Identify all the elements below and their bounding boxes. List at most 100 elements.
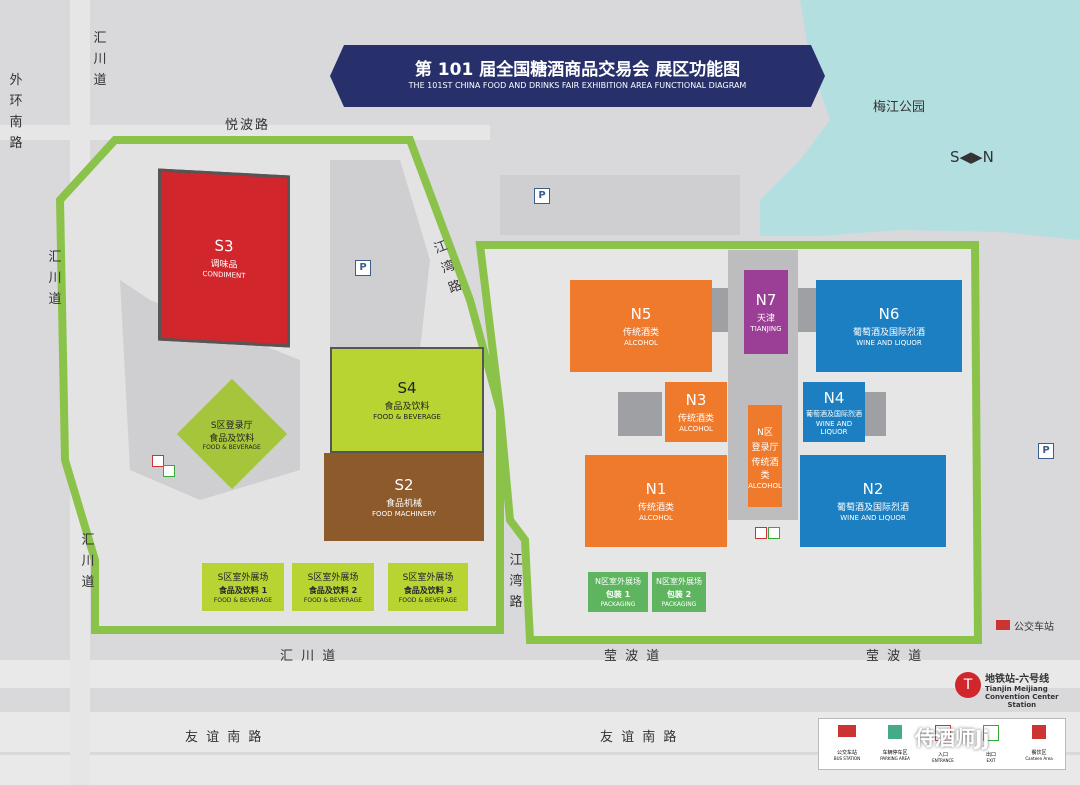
road-jiangwan-mid: 江湾路 [509, 553, 523, 610]
hall-n4[interactable]: N4 葡萄酒及国际烈酒 WINE AND LIQUOR [803, 382, 865, 442]
hall-n5[interactable]: N5 传统酒类 ALCOHOL [570, 280, 712, 372]
bus-icon [838, 725, 856, 737]
parking-icon [888, 725, 902, 739]
metro-en2: Convention Center [985, 693, 1059, 701]
hall-code: N3 [685, 391, 707, 409]
hall-en: WINE AND LIQUOR [856, 339, 922, 347]
outdoor-en: PACKAGING [661, 601, 697, 608]
outdoor-name: 食品及饮料 3 [403, 586, 453, 595]
hall-zh: 食品机械 [385, 499, 422, 509]
outdoor-name: 食品及饮料 2 [308, 586, 358, 595]
parking-icon: P [355, 260, 371, 276]
legend-zh: 餐饮区 [1031, 750, 1047, 756]
exit-icon [983, 725, 999, 741]
legend-zh: 公交车站 [836, 750, 857, 756]
outdoor-title: N区室外展场 [656, 577, 702, 586]
outdoor-name: 包装 2 [666, 590, 692, 599]
hall-code: N1 [645, 480, 667, 498]
hall-zh: 葡萄酒及国际烈酒 [806, 409, 862, 418]
hall-s4[interactable]: S4 食品及饮料 FOOD & BEVERAGE [330, 347, 484, 453]
hall-zh: 葡萄酒及国际烈酒 [852, 328, 925, 338]
legend-item: 出口 EXIT [969, 725, 1013, 763]
hall-n-lobby[interactable]: N区 登录厅 传统酒类 ALCOHOL [748, 405, 782, 507]
s-outdoor-2[interactable]: S区室外展场 食品及饮料 2 FOOD & BEVERAGE [292, 563, 374, 611]
outdoor-name: 食品及饮料 1 [218, 586, 268, 595]
road-huichuan-top: 汇川道 [93, 31, 107, 88]
legend: 公交车站 BUS STATION 车辆停车区 PARKING AREA 入口 E… [818, 718, 1066, 770]
entrance-icon [935, 725, 951, 741]
parking-icon: P [534, 188, 550, 204]
hall-code: S4 [397, 379, 417, 397]
s-outdoor-1[interactable]: S区室外展场 食品及饮料 1 FOOD & BEVERAGE [202, 563, 284, 611]
hall-en: CONDIMENT [202, 269, 246, 281]
bus-station-icon [996, 620, 1010, 630]
hall-zh: 传统酒类 [637, 503, 674, 513]
hall-n1[interactable]: N1 传统酒类 ALCOHOL [585, 455, 727, 547]
hall-en: FOOD & BEVERAGE [373, 413, 441, 421]
bus-station-label: 公交车站 [1014, 622, 1054, 633]
title-banner: 第 101 届全国糖酒商品交易会 展区功能图 THE 101ST CHINA F… [330, 45, 825, 107]
hall-zh: 葡萄酒及国际烈酒 [836, 503, 909, 513]
service-block [618, 392, 662, 436]
hall-code: N5 [630, 305, 652, 323]
hall-code: S3 [214, 236, 234, 256]
exit-icon [768, 527, 780, 539]
hall-code: N7 [755, 291, 777, 309]
legend-item: 公交车站 BUS STATION [825, 725, 869, 761]
legend-en: EXIT [986, 758, 996, 763]
outdoor-en: FOOD & BEVERAGE [303, 597, 363, 604]
metro-en3: Station [1007, 701, 1037, 709]
hall-en: FOOD MACHINERY [372, 510, 436, 518]
road-huichuan-left: 汇川道 [48, 250, 62, 307]
hall-zh: 调味品 [210, 259, 238, 271]
legend-item: 车辆停车区 PARKING AREA [873, 725, 917, 761]
title-en: THE 101ST CHINA FOOD AND DRINKS FAIR EXH… [408, 81, 747, 90]
road-huichuan-left2: 汇川道 [81, 533, 95, 590]
outdoor-title: S区室外展场 [402, 573, 454, 583]
n-outdoor-1[interactable]: N区室外展场 包装 1 PACKAGING [588, 572, 648, 612]
legend-item: 入口 ENTRANCE [921, 725, 965, 763]
hall-n6[interactable]: N6 葡萄酒及国际烈酒 WINE AND LIQUOR [816, 280, 962, 372]
s-outdoor-3[interactable]: S区室外展场 食品及饮料 3 FOOD & BEVERAGE [388, 563, 468, 611]
lobby-zh3: 传统酒类 [751, 457, 779, 481]
n-outdoor-2[interactable]: N区室外展场 包装 2 PACKAGING [652, 572, 706, 612]
road-yuebo: 悦波路 [225, 118, 271, 133]
hall-zh: 天津 [756, 314, 775, 324]
compass: S◀▶N [950, 148, 994, 166]
legend-zh: 入口 [937, 752, 948, 758]
hall-zh: 食品及饮料 [384, 402, 430, 412]
hall-n7[interactable]: N7 天津 TIANJING [744, 270, 788, 354]
hall-n3[interactable]: N3 传统酒类 ALCOHOL [665, 382, 727, 442]
metro-icon: T [955, 672, 981, 698]
outdoor-name: 包装 1 [605, 590, 631, 599]
road-yingbo-right: 莹 波 道 [866, 649, 924, 664]
outdoor-en: PACKAGING [600, 601, 636, 608]
road-yingbo-left: 莹 波 道 [604, 649, 662, 664]
hall-s3[interactable]: S3 调味品 CONDIMENT [158, 168, 290, 348]
outdoor-title: S区室外展场 [307, 573, 359, 583]
title-zh: 第 101 届全国糖酒商品交易会 展区功能图 [414, 60, 741, 80]
legend-zh: 出口 [985, 752, 996, 758]
legend-en: ENTRANCE [932, 758, 954, 763]
hall-en: ALCOHOL [679, 425, 713, 433]
lobby-en: ALCOHOL [748, 481, 782, 490]
outdoor-en: FOOD & BEVERAGE [213, 597, 273, 604]
legend-zh: 车辆停车区 [882, 750, 908, 756]
outdoor-en: FOOD & BEVERAGE [398, 597, 458, 604]
lobby-zh2: 食品及饮料 [209, 433, 255, 444]
hall-zh: 传统酒类 [622, 328, 659, 338]
lobby-zh1: N区 [757, 427, 773, 438]
road-waihuan: 外环南路 [9, 73, 23, 151]
lobby-zh1: S区登录厅 [211, 420, 253, 431]
park-label: 梅江公园 [873, 100, 926, 115]
legend-item: 餐饮区 Canteen Area [1017, 725, 1061, 761]
metro-zh: 地铁站-六号线 [985, 674, 1050, 685]
hall-n2[interactable]: N2 葡萄酒及国际烈酒 WINE AND LIQUOR [800, 455, 946, 547]
canteen-icon [1032, 725, 1046, 739]
hall-s2[interactable]: S2 食品机械 FOOD MACHINERY [324, 453, 484, 541]
hall-code: N2 [862, 480, 884, 498]
road-youyi-left: 友 谊 南 路 [185, 730, 264, 745]
metro-en1: Tianjin Meijiang [985, 685, 1048, 693]
legend-en: PARKING AREA [880, 756, 910, 761]
